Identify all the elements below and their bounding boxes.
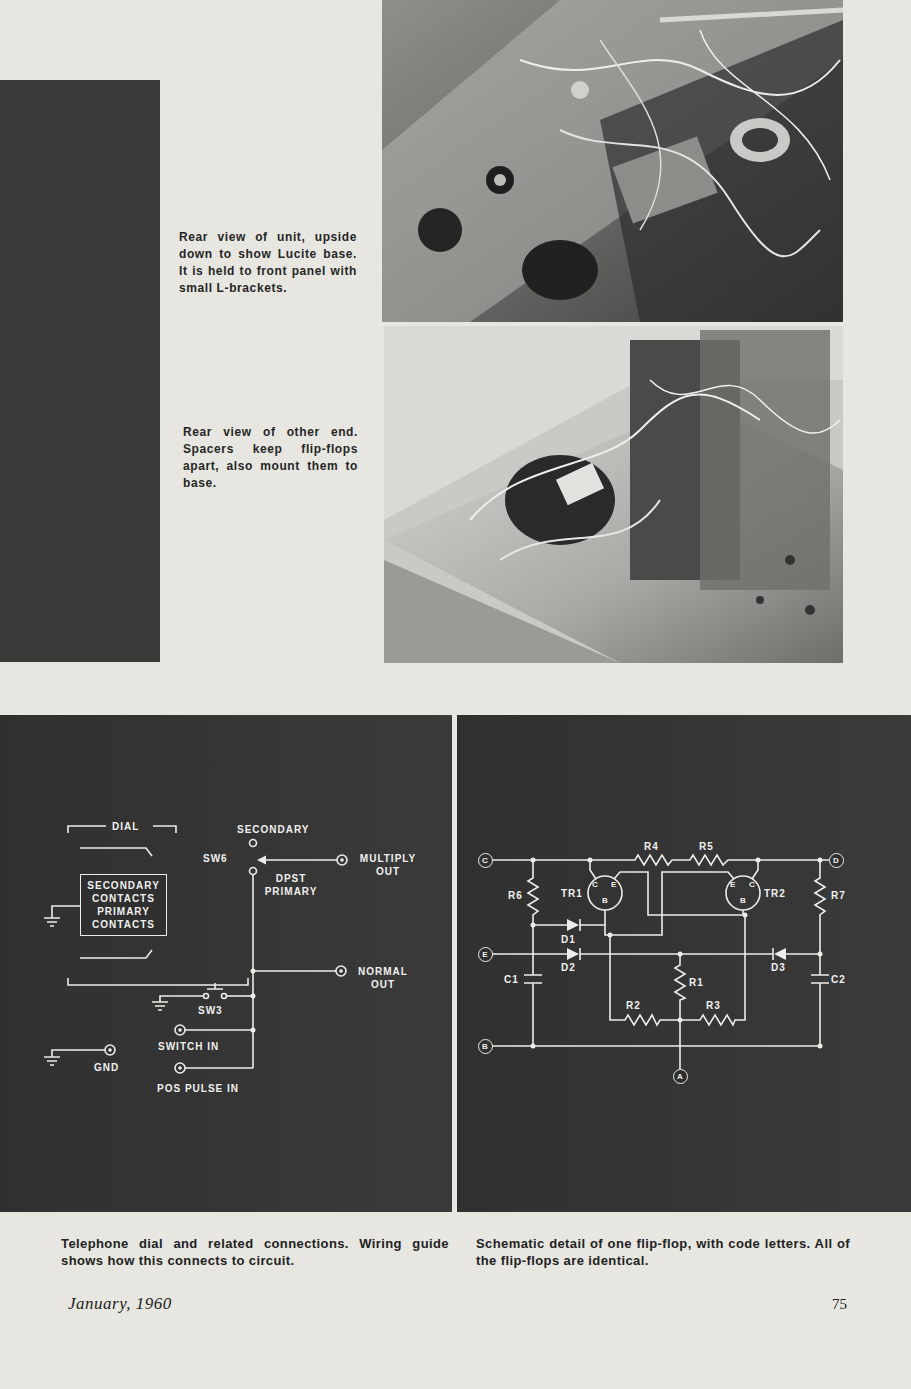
dial-wiring (44, 826, 347, 1073)
terminal-label: NORMAL OUT (350, 965, 416, 991)
pin-label: B (740, 896, 746, 905)
resistor-label: R5 (699, 840, 714, 853)
diode-label: D2 (561, 961, 576, 974)
switch-name: SW3 (198, 1004, 223, 1017)
switch-name: SW6 (203, 852, 228, 865)
terminal-circle: A (673, 1069, 688, 1084)
transistor-label: TR2 (764, 887, 786, 900)
terminal-letter: E (482, 950, 487, 959)
switch-type: DPST PRIMARY (258, 872, 324, 898)
photo-caption: Rear view of unit, upside down to show L… (179, 229, 357, 297)
resistor-label: R7 (831, 889, 846, 902)
terminal-label: MULTIPLY OUT (350, 852, 426, 878)
terminal-circle: B (478, 1039, 493, 1054)
pin-label: C (592, 880, 598, 889)
transistor-label: TR1 (561, 887, 583, 900)
terminal-label: SWITCH IN (158, 1040, 219, 1053)
resistor-label: R4 (644, 840, 659, 853)
terminal-label: GND (94, 1061, 119, 1074)
diode-label: D1 (561, 933, 576, 946)
pin-label: E (611, 880, 616, 889)
pin-label: C (749, 880, 755, 889)
flip-flop-wiring (492, 855, 829, 1069)
schematic-panel (457, 715, 911, 1212)
contacts-text: PRIMARY CONTACTS (92, 905, 155, 931)
side-bar (0, 80, 160, 662)
terminal-letter: C (482, 856, 488, 865)
terminal-circle: E (478, 947, 493, 962)
pin-label: B (602, 896, 608, 905)
issue-date: January, 1960 (68, 1294, 172, 1314)
dial-label: DIAL (112, 820, 139, 833)
terminal-label: POS PULSE IN (157, 1082, 239, 1095)
photo-top (382, 0, 843, 322)
resistor-label: R1 (689, 976, 704, 989)
terminal-letter: D (833, 856, 839, 865)
page-number: 75 (832, 1296, 847, 1313)
resistor-label: R6 (508, 889, 523, 902)
resistor-label: R3 (706, 999, 721, 1012)
schematic-panel (0, 715, 452, 1212)
photo-bottom (384, 326, 843, 663)
photo-caption: Rear view of other end. Spacers keep fli… (183, 424, 358, 492)
pin-label: E (730, 880, 735, 889)
capacitor-label: C1 (504, 973, 519, 986)
flip-flop-symbols (531, 858, 823, 1049)
resistor-label: R2 (626, 999, 641, 1012)
contacts-text: SECONDARY CONTACTS (87, 879, 159, 905)
terminal-letter: B (482, 1042, 488, 1051)
terminal-letter: A (677, 1072, 683, 1081)
figure-caption: Schematic detail of one flip-flop, with … (476, 1235, 850, 1269)
contacts-box: SECONDARY CONTACTSPRIMARY CONTACTS (80, 874, 167, 936)
diode-label: D3 (771, 961, 786, 974)
capacitor-label: C2 (831, 973, 846, 986)
figure-caption: Telephone dial and related connections. … (61, 1235, 449, 1269)
terminal-circle: D (829, 853, 844, 868)
switch-position: SECONDARY (237, 823, 310, 836)
terminal-circle: C (478, 853, 493, 868)
